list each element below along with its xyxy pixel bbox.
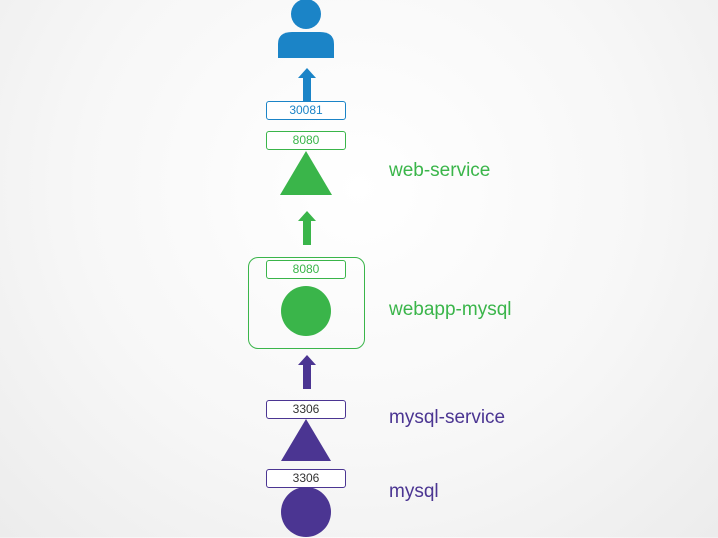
mysql-service-triangle-icon [281, 419, 331, 461]
webapp-pod-circle-icon [281, 286, 331, 336]
web-service-triangle-icon [280, 151, 332, 195]
web-service-port-value: 8080 [292, 133, 320, 147]
mysql-label: mysql [389, 481, 439, 502]
webapp-port-value: 8080 [292, 262, 320, 276]
arrow-up-icon [298, 68, 316, 102]
user-icon [278, 0, 334, 58]
mysql-service-label: mysql-service [389, 407, 506, 428]
webapp-port-box: 8080 [266, 260, 346, 279]
mysql-service-port-box: 3306 [266, 400, 346, 419]
node-port-box: 30081 [266, 101, 346, 120]
node-port-value: 30081 [289, 103, 323, 117]
mysql-port-value: 3306 [292, 471, 320, 485]
arrow-up-icon [298, 211, 316, 245]
webapp-mysql-label: webapp-mysql [389, 299, 512, 320]
mysql-pod-circle-icon [281, 487, 331, 537]
web-service-label: web-service [389, 160, 491, 181]
web-service-port-box: 8080 [266, 131, 346, 150]
webapp-mysql-pod [248, 257, 365, 349]
mysql-service-port-value: 3306 [292, 402, 320, 416]
arrow-up-icon [298, 355, 316, 389]
